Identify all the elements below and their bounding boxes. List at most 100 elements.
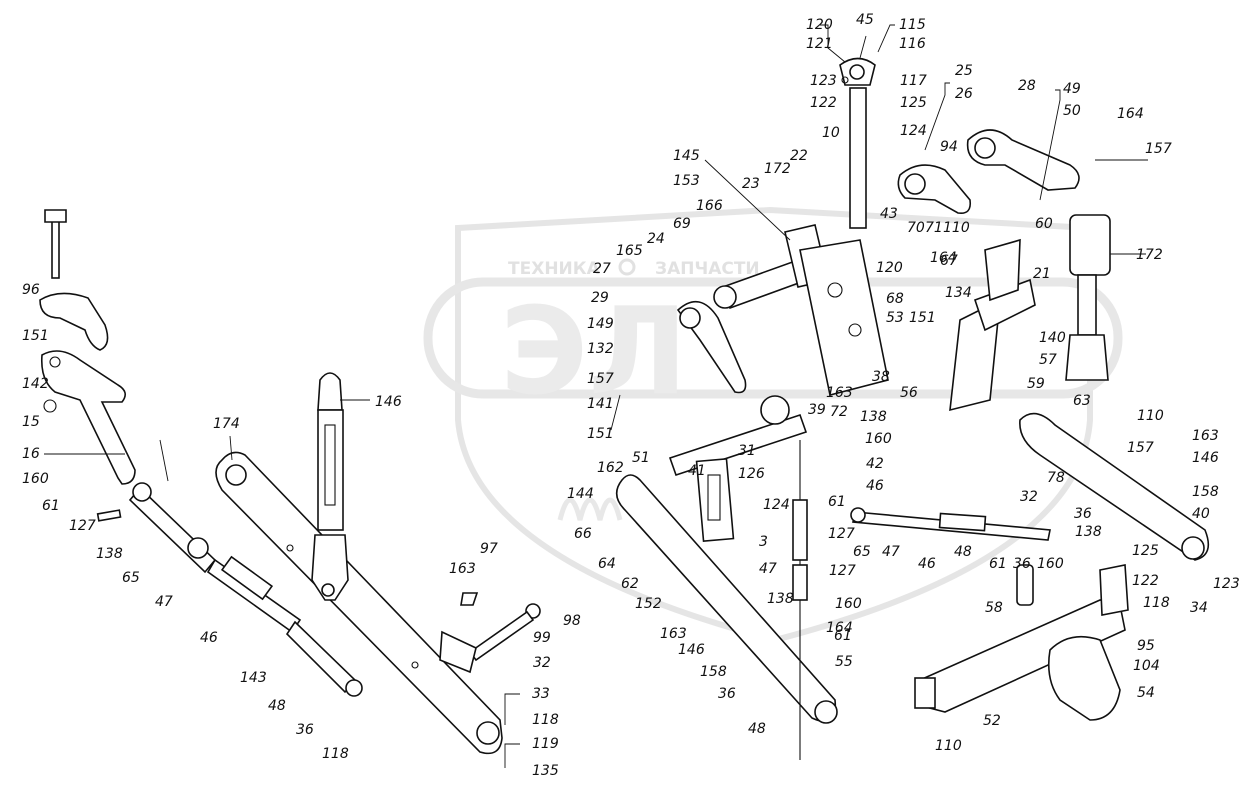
callout-label: 138 (96, 546, 123, 562)
callout-label: 63 (1073, 393, 1091, 409)
callout-label: 53 (886, 310, 904, 326)
callout-label: 149 (587, 316, 614, 332)
callout-label: 34 (1190, 600, 1208, 616)
callout-label: 36 (296, 722, 314, 738)
callout-label: 32 (1020, 489, 1038, 505)
callout-label: 125 (1132, 543, 1159, 559)
callout-label: 122 (810, 95, 837, 111)
left-chain-assembly (96, 482, 363, 697)
callout-label: 67 (940, 253, 958, 269)
callout-label: 122 (1132, 573, 1159, 589)
callout-label: 118 (532, 712, 559, 728)
watermark-logo: ЭЛ (500, 283, 688, 422)
callout-label: 22 (790, 148, 808, 164)
callout-label: 163 (449, 561, 476, 577)
callout-label: 43 (880, 206, 898, 222)
callout-label: 3 (759, 534, 768, 550)
callout-label: 174 (213, 416, 240, 432)
callout-label: 126 (738, 466, 765, 482)
callout-label: 153 (673, 173, 700, 189)
callout-label: 78 (1047, 470, 1065, 486)
callout-label: 160 (865, 431, 892, 447)
hydraulic-cylinder (949, 238, 1036, 412)
callout-label: 25 (955, 63, 973, 79)
callout-label: 96 (22, 282, 40, 298)
callout-label: 164 (930, 250, 957, 266)
pin-assembly-97-98-99 (439, 592, 541, 674)
callout-label: 72 (830, 404, 848, 420)
callout-label: 61 (828, 494, 846, 510)
callout-label: 15 (22, 414, 40, 430)
callout-label: 36 (718, 686, 736, 702)
callout-label: 51 (632, 450, 650, 466)
callout-label: 172 (764, 161, 791, 177)
callout-label: 120 (876, 260, 903, 276)
callout-label: 123 (1213, 576, 1240, 592)
callout-labels: 120 121 45 115 116 123 117 122 125 124 1… (22, 12, 1240, 779)
callout-label: 46 (200, 630, 218, 646)
callout-label: 138 (860, 409, 887, 425)
centre-chain (792, 440, 808, 760)
upper-link-top-10 (839, 57, 876, 229)
callout-label: 146 (375, 394, 402, 410)
callout-label: 172 (1136, 247, 1163, 263)
callout-label: 38 (872, 369, 890, 385)
gear-icon (618, 258, 636, 276)
callout-label: 39 (808, 402, 826, 418)
callout-label: 31 (738, 443, 756, 459)
callout-label: 160 (835, 596, 862, 612)
callout-label: 163 (1192, 428, 1219, 444)
callout-label: 97 (480, 541, 498, 557)
callout-label: 71 (925, 220, 943, 236)
callout-label: 134 (945, 285, 972, 301)
callout-label: 119 (532, 736, 559, 752)
leader-lines (44, 24, 1148, 768)
callout-label: 110 (943, 220, 970, 236)
callout-label: 32 (533, 655, 551, 671)
callout-label: 61 (834, 628, 852, 644)
callout-label: 142 (22, 376, 49, 392)
callout-label: 164 (826, 620, 853, 636)
callout-label: 123 (810, 73, 837, 89)
callout-label: 118 (322, 746, 349, 762)
callout-label: 160 (22, 471, 49, 487)
callout-label: 141 (587, 396, 614, 412)
callout-label: 40 (1192, 506, 1210, 522)
callout-label: 16 (22, 446, 40, 462)
callout-label: 65 (853, 544, 871, 560)
callout-label: 28 (1018, 78, 1036, 94)
callout-label: 138 (1075, 524, 1102, 540)
callout-label: 157 (1127, 440, 1154, 456)
callout-label: 64 (598, 556, 616, 572)
callout-label: 162 (597, 460, 624, 476)
callout-label: 127 (69, 518, 96, 534)
right-chain (850, 507, 1051, 541)
callout-label: 98 (563, 613, 581, 629)
callout-label: 50 (1063, 103, 1081, 119)
callout-label: 36 (1013, 556, 1031, 572)
watermark-text-right: ЗАПЧАСТИ (655, 259, 760, 279)
callout-label: 110 (1137, 408, 1164, 424)
callout-label: 48 (268, 698, 286, 714)
callout-label: 158 (700, 664, 727, 680)
callout-label: 166 (696, 198, 723, 214)
callout-label: 138 (767, 591, 794, 607)
centre-lift-assembly (676, 224, 889, 396)
callout-label: 146 (678, 642, 705, 658)
watermark-text-left: ТЕХНИКА (508, 259, 601, 279)
callout-label: 124 (900, 123, 927, 139)
callout-label: 59 (1027, 376, 1045, 392)
callout-label: 95 (1137, 638, 1155, 654)
callout-label: 69 (673, 216, 691, 232)
callout-label: 55 (835, 654, 853, 670)
callout-label: 65 (122, 570, 140, 586)
callout-label: 70 (907, 220, 925, 236)
upper-link-174 (311, 372, 349, 601)
callout-label: 160 (1037, 556, 1064, 572)
callout-label: 46 (918, 556, 936, 572)
lower-link-left (215, 451, 503, 755)
callout-label: 151 (587, 426, 614, 442)
callout-label: 62 (621, 576, 639, 592)
callout-label: 58 (985, 600, 1003, 616)
